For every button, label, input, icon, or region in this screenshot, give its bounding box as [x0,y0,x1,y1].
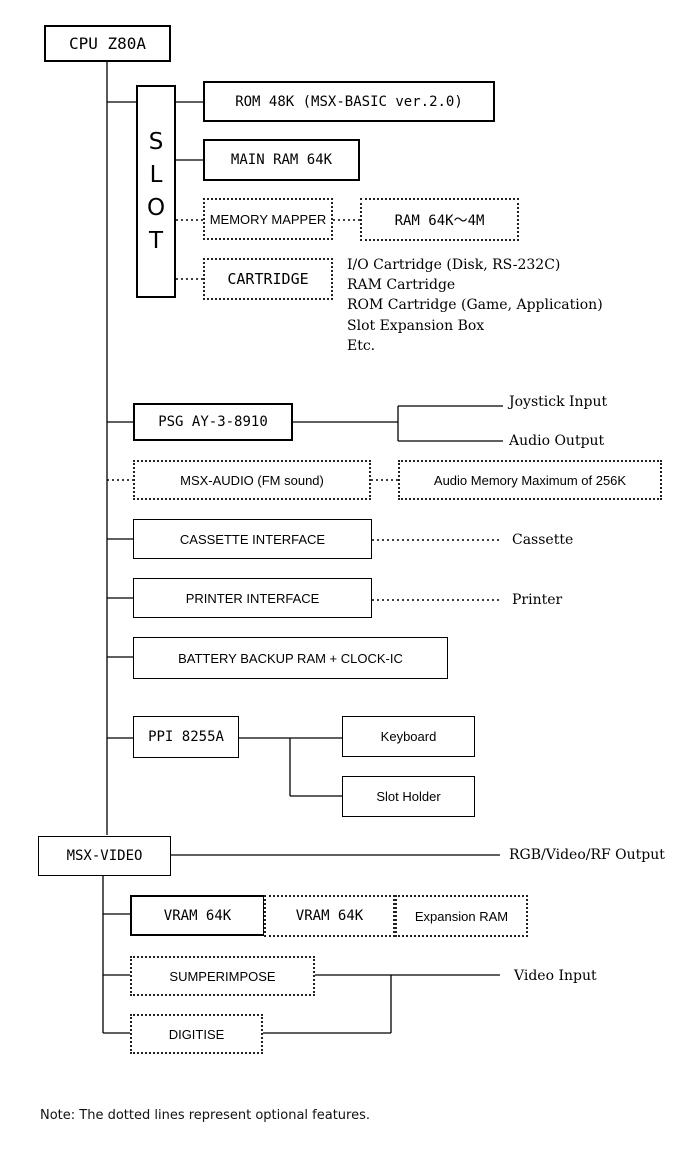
slot-letter: O [146,194,166,221]
rom-label: ROM 48K (MSX-BASIC ver.2.0) [235,93,463,110]
slot-holder-box: Slot Holder [342,776,475,817]
cartridge-type-rom: ROM Cartridge (Game, Application) [347,297,603,313]
cartridge-box: CARTRIDGE [203,258,333,300]
audio-output-label: Audio Output [509,433,605,449]
vram-label: VRAM 64K [163,907,232,924]
superimpose-label: SUMPERIMPOSE [169,968,276,984]
cpu-label: CPU Z80A [68,34,147,53]
joystick-input-label: Joystick Input [509,394,608,410]
cartridge-label: CARTRIDGE [227,270,309,288]
cpu-box: CPU Z80A [44,25,171,62]
cartridge-type-io: I/O Cartridge (Disk, RS-232C) [347,257,561,273]
slot-box: S L O T [136,85,176,298]
msx-audio-box: MSX-AUDIO (FM sound) [133,460,371,500]
main-ram-label: MAIN RAM 64K [230,152,333,168]
keyboard-label: Keyboard [380,729,437,744]
video-input-label: Video Input [514,968,597,984]
slot-holder-label: Slot Holder [376,789,441,804]
cassette-interface-label: CASSETTE INTERFACE [179,531,326,547]
expansion-ram-box: Expansion RAM [395,895,528,937]
battery-backup-label: BATTERY BACKUP RAM + CLOCK-IC [178,650,403,666]
footnote: Note: The dotted lines represent optiona… [40,1108,371,1123]
keyboard-box: Keyboard [342,716,475,757]
psg-box: PSG AY-3-8910 [133,403,293,441]
expansion-ram-label: Expansion RAM [414,908,509,924]
digitise-label: DIGITISE [168,1026,225,1042]
msx-video-label: MSX-VIDEO [66,848,143,864]
slot-letter: L [149,161,163,188]
cartridge-type-ram: RAM Cartridge [347,277,456,293]
vram-expansion-box: VRAM 64K [264,895,395,937]
battery-backup-box: BATTERY BACKUP RAM + CLOCK-IC [133,637,448,679]
msx-audio-label: MSX-AUDIO (FM sound) [180,472,324,488]
memory-mapper-label: MEMORY MAPPER [209,211,327,227]
psg-label: PSG AY-3-8910 [158,414,268,430]
cassette-label: Cassette [512,532,574,548]
rom-box: ROM 48K (MSX-BASIC ver.2.0) [203,81,495,122]
main-ram-box: MAIN RAM 64K [203,139,360,181]
ram-expansion-box: RAM 64K〜4M [360,198,519,241]
memory-mapper-box: MEMORY MAPPER [203,198,333,240]
printer-interface-label: PRINTER INTERFACE [185,590,320,606]
rgb-output-label: RGB/Video/RF Output [509,847,665,863]
audio-memory-label: Audio Memory Maximum of 256K [433,472,627,488]
slot-letter: S [148,128,164,155]
superimpose-box: SUMPERIMPOSE [130,956,315,996]
ram-expansion-label: RAM 64K〜4M [394,212,485,229]
msx-video-box: MSX-VIDEO [38,836,171,876]
printer-label: Printer [512,592,563,608]
vram-expansion-label: VRAM 64K [295,908,364,924]
cassette-interface-box: CASSETTE INTERFACE [133,519,372,559]
cartridge-type-etc: Etc. [347,338,376,354]
vram-box: VRAM 64K [130,895,265,936]
digitise-box: DIGITISE [130,1014,263,1054]
printer-interface-box: PRINTER INTERFACE [133,578,372,618]
ppi-label: PPI 8255A [148,729,224,745]
audio-memory-box: Audio Memory Maximum of 256K [398,460,662,500]
slot-letter: T [148,227,164,254]
ppi-box: PPI 8255A [133,716,239,758]
cartridge-type-expansion: Slot Expansion Box [347,318,485,334]
